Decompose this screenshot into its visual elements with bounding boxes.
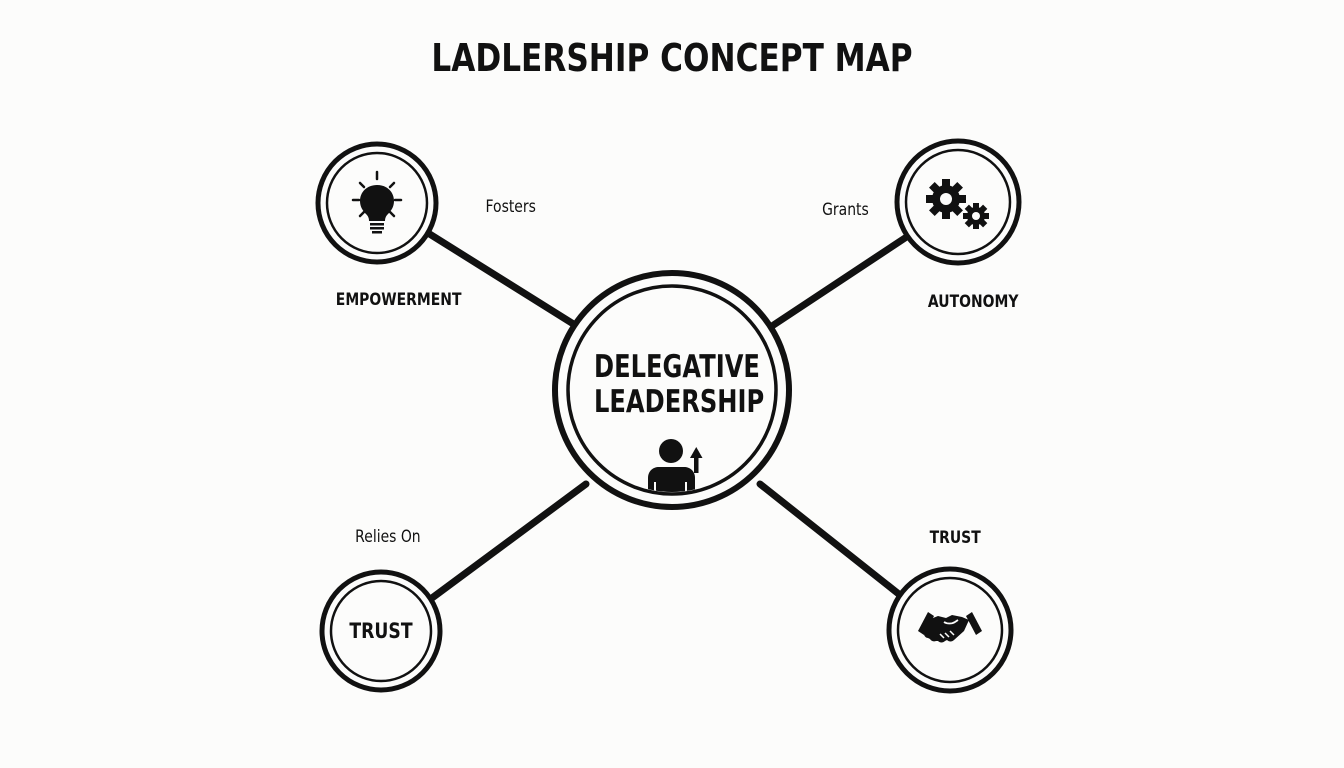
center-title-line-2: LEADERSHIP bbox=[594, 384, 765, 420]
concept-label-empowerment: EMPOWERMENT bbox=[335, 290, 462, 310]
node-trust-right[interactable] bbox=[886, 566, 1014, 694]
page-title: LADLERSHIP CONCEPT MAP bbox=[431, 36, 913, 80]
node-trust-left[interactable] bbox=[319, 569, 443, 693]
center-node-title: DELEGATIVE LEADERSHIP bbox=[594, 349, 765, 420]
concept-label-autonomy: AUTONOMY bbox=[927, 292, 1019, 312]
link-label-fosters: Fosters bbox=[485, 197, 536, 217]
connector-lines bbox=[424, 229, 912, 602]
connector-autonomy bbox=[762, 232, 912, 334]
trust-left-inner-label: TRUST bbox=[349, 619, 413, 643]
handshake-icon bbox=[918, 612, 982, 643]
link-label-grants: Grants bbox=[822, 200, 869, 220]
lightbulb-icon bbox=[351, 170, 403, 234]
node-autonomy[interactable] bbox=[894, 138, 1022, 266]
connector-trust-right bbox=[756, 480, 904, 599]
link-label-relies-on: Relies On bbox=[355, 527, 421, 547]
node-delegative-leadership[interactable] bbox=[552, 270, 792, 510]
center-title-line-1: DELEGATIVE bbox=[594, 349, 760, 385]
concept-label-trust-right: TRUST bbox=[929, 528, 981, 548]
node-empowerment[interactable] bbox=[315, 141, 439, 265]
gears-icon bbox=[926, 179, 989, 229]
connector-empowerment bbox=[424, 229, 587, 334]
connector-trust-left bbox=[428, 480, 590, 602]
